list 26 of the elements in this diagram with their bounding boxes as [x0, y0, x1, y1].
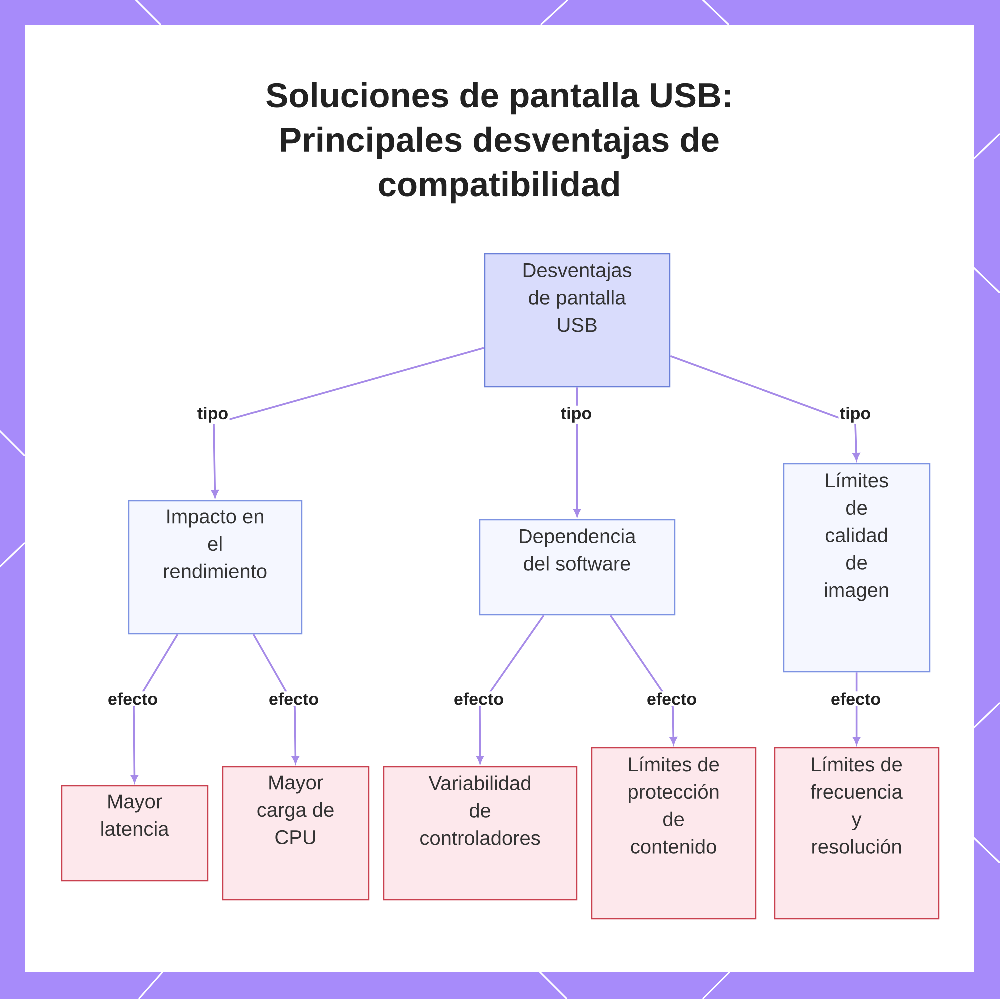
- arrow: [476, 615, 545, 764]
- branch-box: Límites de calidad de imagen: [783, 463, 931, 673]
- edge-label: efecto: [452, 692, 506, 706]
- leaf-box: Mayor carga de CPU: [222, 766, 370, 901]
- arrow: [610, 615, 678, 745]
- leaf-box: Límites de frecuencia y resolución: [774, 747, 940, 920]
- arrow: [252, 634, 300, 764]
- arrow: [131, 634, 179, 783]
- title: Soluciones de pantalla USB: Principales desventajas de compatibilidad: [266, 82, 730, 204]
- arrow: [574, 388, 581, 517]
- edge-label: efecto: [830, 692, 882, 706]
- edge-label: tipo: [560, 406, 594, 424]
- branch-box: Dependencia del software: [479, 519, 676, 616]
- edge-label: tipo: [838, 406, 872, 424]
- edge-label: efecto: [106, 692, 160, 706]
- edge-label: efecto: [268, 692, 320, 706]
- edge-label: tipo: [196, 406, 230, 424]
- branch-box: Impacto en el rendimiento: [128, 500, 303, 635]
- root-box: Desventajas de pantalla USB: [484, 253, 671, 388]
- leaf-box: Variabilidad de controladores: [383, 766, 578, 901]
- edge-label: efecto: [646, 692, 698, 706]
- leaf-box: Límites de protección de contenido: [591, 747, 757, 920]
- arrow: [670, 355, 860, 461]
- arrow: [211, 347, 484, 498]
- leaf-box: Mayor latencia: [61, 785, 209, 882]
- arrow: [853, 672, 860, 745]
